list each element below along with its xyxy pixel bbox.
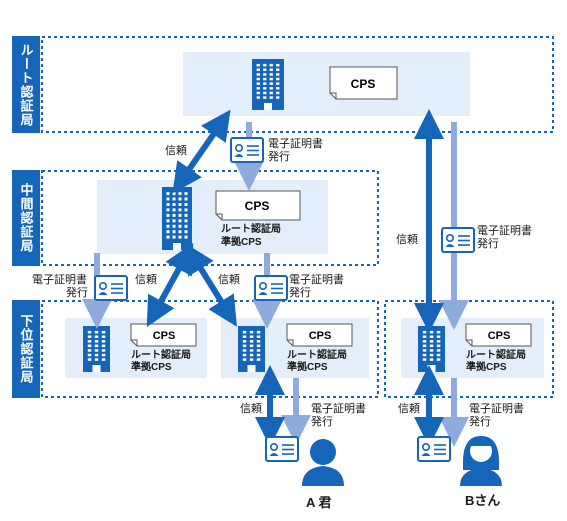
- trust-arrow-intermediate-lower-1: [146, 242, 194, 328]
- tier-label-root: ルート認証局: [12, 36, 40, 133]
- person-b-name: Bさん: [465, 493, 501, 508]
- root-tier-region: [41, 36, 554, 133]
- cps-label-intermediate: CPS: [245, 199, 270, 213]
- trust-label-intermediate-lower-1: 信頼: [135, 274, 157, 286]
- lower-tier-region-right: [384, 300, 554, 398]
- tier-label-intermediate: 中間認証局: [12, 170, 40, 266]
- trust-label-root-intermediate: 信頼: [165, 145, 187, 157]
- trust-arrow-intermediate-lower-2: [185, 243, 237, 327]
- trust-label-intermediate-lower-2: 信頼: [218, 274, 240, 286]
- trust-label-user-b: 信頼: [398, 403, 420, 415]
- cps-document-intermediate: CPS: [215, 190, 301, 221]
- person-a-icon: [302, 439, 344, 486]
- cps-document-root: CPS: [329, 66, 398, 100]
- trust-label-root-lower-3: 信頼: [396, 234, 418, 246]
- cps-label-lower-3: CPS: [488, 330, 511, 342]
- certificate-card-icon: [254, 275, 288, 301]
- cps-label-lower-1: CPS: [153, 330, 176, 342]
- cert-issue-label-lower-3-line2: 発行: [477, 238, 499, 250]
- cps-name-intermediate-line1: ルート認証局: [221, 224, 281, 235]
- cps-name-lower-2-line1: ルート認証局: [287, 350, 347, 361]
- cert-issue-label-root-line2: 発行: [268, 151, 290, 163]
- person-a-name: A 君: [306, 495, 332, 510]
- building-icon-lower-3: [418, 326, 445, 372]
- cps-label-lower-2: CPS: [309, 330, 332, 342]
- cps-document-lower-3: CPS: [465, 323, 532, 347]
- certificate-card-icon: [265, 436, 299, 462]
- cert-issue-label-user-b-line2: 発行: [469, 416, 491, 428]
- building-icon-lower-1: [83, 326, 110, 372]
- tier-label-intermediate-text: 中間認証局: [18, 183, 34, 253]
- building-icon-intermediate: [162, 187, 192, 250]
- root-ca-panel: [183, 52, 470, 116]
- tier-label-root-text: ルート認証局: [18, 42, 34, 127]
- cps-name-lower-3-line2: 準拠CPS: [466, 362, 507, 373]
- cps-label-root: CPS: [351, 77, 376, 91]
- cert-issue-label-lower-2-line1: 電子証明書: [289, 274, 344, 286]
- trust-label-user-a: 信頼: [240, 403, 262, 415]
- certificate-card-icon: [94, 275, 128, 301]
- person-b-icon: [460, 436, 502, 486]
- cert-issue-label-lower-1-line1: 電子証明書: [32, 274, 87, 286]
- certificate-card-icon: [441, 227, 475, 253]
- certificate-card-icon: [417, 436, 451, 462]
- cert-issue-label-lower-2-line2: 発行: [289, 287, 311, 299]
- cps-name-lower-3-line1: ルート認証局: [466, 350, 526, 361]
- cert-issue-label-lower-3-line1: 電子証明書: [477, 225, 532, 237]
- cps-name-intermediate-line2: 準拠CPS: [221, 237, 262, 248]
- cps-name-lower-2-line2: 準拠CPS: [287, 362, 328, 373]
- cert-issue-label-user-a-line2: 発行: [311, 416, 333, 428]
- trust-arrow-root-intermediate: [172, 109, 231, 194]
- cps-document-lower-2: CPS: [286, 323, 353, 347]
- cps-name-lower-1-line1: ルート認証局: [131, 350, 191, 361]
- cps-name-lower-1-line2: 準拠CPS: [131, 362, 172, 373]
- building-icon-lower-2: [238, 326, 265, 372]
- certificate-card-icon: [230, 137, 264, 163]
- cert-issue-label-lower-1-line2: 発行: [66, 287, 88, 299]
- cert-issue-label-user-b-line1: 電子証明書: [469, 403, 524, 415]
- tier-label-lower-text: 下位認証局: [18, 314, 34, 384]
- cps-document-lower-1: CPS: [130, 323, 197, 347]
- tier-label-lower: 下位認証局: [12, 300, 40, 398]
- cert-issue-label-root-line1: 電子証明書: [268, 138, 323, 150]
- cert-issue-label-user-a-line1: 電子証明書: [311, 403, 366, 415]
- building-icon-root: [252, 59, 284, 110]
